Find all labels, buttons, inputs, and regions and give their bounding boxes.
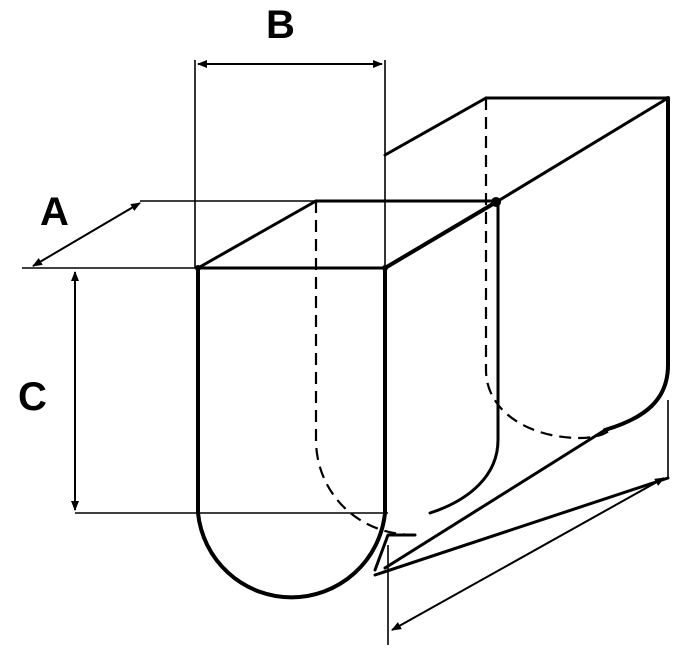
dimension-length	[387, 400, 669, 645]
front-trough-bottom-crease	[373, 533, 417, 572]
dimension-c: C	[18, 271, 388, 514]
back-trough	[373, 96, 670, 577]
dimension-a-arrow	[32, 202, 141, 267]
label-a: A	[40, 190, 69, 234]
back-trough-hidden-profile	[484, 98, 611, 440]
back-trough-lower-edge	[373, 476, 670, 577]
back-trough-rim-right	[496, 96, 670, 203]
joint-point-top-left	[195, 265, 201, 271]
front-trough-top-right-edge	[383, 199, 500, 270]
back-trough-bottom-line	[383, 428, 607, 570]
label-b: B	[266, 3, 295, 47]
front-trough-back-right-wall	[428, 199, 500, 515]
back-trough-profile-curve	[603, 363, 670, 432]
back-trough-rim-left	[383, 96, 488, 157]
front-trough	[196, 199, 500, 600]
front-trough-profile	[196, 266, 387, 600]
dimension-length-arrow	[391, 477, 665, 631]
joint-point-top-right	[491, 197, 501, 207]
joint-points	[195, 197, 501, 271]
front-trough-hidden-profile	[314, 201, 416, 537]
dimension-b: B	[194, 3, 386, 268]
dimension-a: A	[22, 190, 316, 269]
joint-point-front-right	[382, 265, 388, 271]
front-trough-top-left-edge	[196, 199, 318, 270]
label-c: C	[18, 375, 47, 419]
